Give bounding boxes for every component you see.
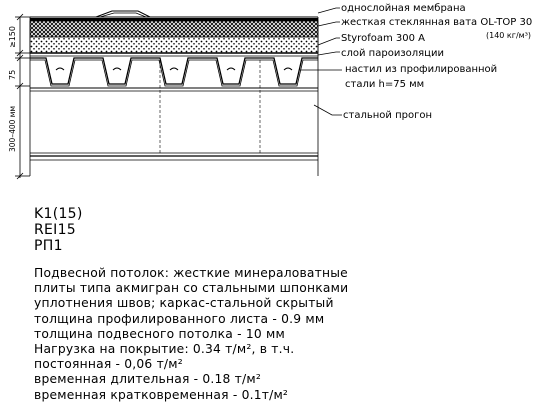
spec-line: Нагрузка на покрытие: 0.34 т/м², в т.ч. bbox=[34, 342, 295, 357]
label-membrane: однослойная мембрана bbox=[341, 3, 466, 14]
leader-lines bbox=[300, 7, 342, 116]
spec-line: уплотнения швов; каркас-стальной скрытый bbox=[34, 296, 334, 311]
dimension-mid: 75 bbox=[8, 70, 17, 80]
label-styrofoam: Styrofoam 300 A bbox=[341, 33, 425, 44]
spec-line: толщина профилированного листа - 0.9 мм bbox=[34, 311, 325, 326]
label-deck-line1: настил из профилированной bbox=[345, 64, 497, 75]
styrofoam-layer bbox=[29, 36, 319, 54]
dimension-bottom: 300–400 мм bbox=[8, 106, 17, 152]
spec-line: временная длительная - 0.18 т/м² bbox=[34, 372, 261, 387]
fire-code-k1: K1(15) bbox=[34, 206, 83, 222]
layer-labels: однослойная мембрана жесткая стеклянная … bbox=[341, 3, 532, 121]
label-glass-wool: жесткая стеклянная вата OL-TOP 30 bbox=[341, 17, 532, 28]
glass-wool-layer bbox=[29, 20, 319, 38]
label-glass-wool-density: (140 кг/м³) bbox=[486, 31, 531, 40]
steel-purlin bbox=[29, 17, 319, 176]
spec-line: плиты типа акмигран со стальными шпонкам… bbox=[34, 281, 349, 296]
profiled-deck bbox=[30, 57, 318, 87]
specification-text: Подвесной потолок: жесткие минераловатны… bbox=[34, 266, 348, 403]
dimension-top: ≥150 bbox=[8, 26, 17, 48]
spec-line: временная кратковременная - 0.1т/м² bbox=[34, 387, 289, 402]
fire-code-rp: РП1 bbox=[34, 238, 63, 254]
spec-line: постоянная - 0,06 т/м² bbox=[34, 357, 183, 372]
label-vapor-barrier: слой пароизоляции bbox=[341, 48, 444, 59]
label-purlin: стальной прогон bbox=[343, 110, 432, 121]
spec-line: толщина подвесного потолка - 10 мм bbox=[34, 326, 285, 341]
fire-code-rei: REI15 bbox=[34, 222, 77, 238]
label-deck-line2: стали h=75 мм bbox=[345, 79, 424, 90]
membrane-layer bbox=[30, 10, 318, 21]
spec-line: Подвесной потолок: жесткие минераловатны… bbox=[34, 266, 348, 280]
vapor-barrier-layer bbox=[30, 52, 318, 57]
dimension-lines bbox=[15, 13, 30, 180]
